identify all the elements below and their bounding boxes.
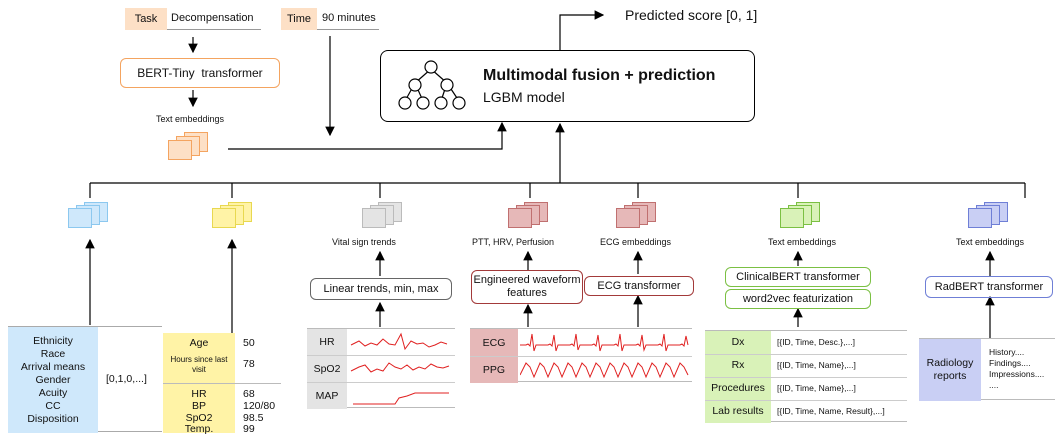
vitals-caption: Vital sign trends [332,237,396,247]
radiology-caption: Text embeddings [956,237,1025,247]
time-value: 90 minutes [322,12,376,24]
waveform-table: ECG PPG [470,328,692,383]
vitals-row-hr-label: HR [319,336,335,348]
tree-icon [398,60,466,110]
demographics-label: Gender [35,373,71,386]
ecg-transformer-box: ECG transformer [584,276,694,296]
time-box: Time 90 minutes [281,8,379,30]
ecg-trace [520,333,689,352]
triage-hours-value: 78 [243,358,255,370]
radiology-table: Radiology reports History.... Findings..… [919,338,1055,401]
waveform-row-ecg-label: ECG [482,337,506,349]
fusion-title: Multimodal fusion + prediction [483,67,716,84]
demographics-embedding-icon [68,202,118,230]
demographics-label: Disposition [27,412,79,425]
bert-embedding-stack-icon [168,132,218,162]
ppg-trace [520,362,689,379]
vitals-row-map-label: MAP [315,390,339,402]
bert-tiny-name: BERT-Tiny [137,66,195,80]
triage-table: Age 50 Hours since last visit 78 HR 68 B… [163,333,281,435]
ehr-labs-label: Lab results [712,405,764,417]
triage-temp-value: 99 [243,423,255,435]
triage-spo2-label: SpO2 [185,412,213,424]
ehr-dx-value: [{ID, Time, Desc.},...] [777,337,855,347]
demographics-label: Arrival means [20,360,86,373]
vitals-spo2-trace [350,362,450,373]
ehr-labs-value: [{ID, Time, Name, Result},...] [777,406,885,416]
task-value: Decompensation [171,12,254,24]
time-label: Time [281,8,317,30]
vitals-table: HR SpO2 MAP [307,328,455,409]
vitals-row-spo2-label: SpO2 [313,363,341,375]
triage-hours-label: Hours since last visit [170,355,228,374]
radiology-lines: History.... Findings.... Impressions....… [989,347,1044,391]
waveform-features-caption: PTT, HRV, Perfusion [472,237,555,247]
bert-tiny-suffix: transformer [201,66,263,80]
demographics-label: Ethnicity [33,334,73,347]
task-box: Task Decompensation [125,8,261,30]
vitals-map-trace [353,392,449,405]
demographics-label: Acuity [38,386,68,399]
ehr-embedding-icon [780,202,830,230]
ehr-table: Dx [{ID, Time, Desc.},...] Rx [{ID, Time… [705,330,907,423]
triage-spo2-value: 98.5 [243,412,264,424]
ehr-caption: Text embeddings [768,237,837,247]
demographics-label: CC [45,399,61,412]
bert-text-embeddings-caption: Text embeddings [156,114,225,124]
radbert-box: RadBERT transformer [925,276,1053,298]
triage-age-label: Age [189,337,209,349]
radiology-label: Radiology reports [919,339,981,401]
triage-bp-value: 120/80 [243,400,276,412]
waveform-features-embedding-icon [508,202,558,230]
ecg-embeddings-caption: ECG embeddings [600,237,672,247]
demographics-value: [0,1,0,...] [106,373,147,385]
ehr-procedures-label: Procedures [711,382,765,394]
fusion-box: Multimodal fusion + prediction LGBM mode… [380,50,755,122]
engineered-features-box: Engineered waveform features [471,270,583,304]
ehr-dx-label: Dx [731,336,745,348]
triage-age-value: 50 [243,337,255,349]
ecg-embedding-icon [616,202,666,230]
triage-hr-label: HR [191,388,207,400]
clinicalbert-box: ClinicalBERT transformer [725,267,871,287]
triage-temp-label: Temp. [184,423,214,435]
triage-embedding-icon [212,202,262,230]
triage-bp-label: BP [191,400,206,412]
radiology-line: Findings.... [989,358,1031,368]
fusion-subtitle: LGBM model [483,89,565,105]
demographics-table: Ethnicity Race Arrival means Gender Acui… [8,326,162,433]
predicted-score-label: Predicted score [0, 1] [625,7,758,23]
ehr-rx-label: Rx [731,359,745,371]
vitals-processor-box: Linear trends, min, max [310,278,452,300]
ehr-procedures-value: [{ID, Time, Name},...] [777,383,856,393]
radiology-embedding-icon [968,202,1018,230]
vitals-embedding-icon [362,202,412,230]
word2vec-box: word2vec featurization [725,289,871,309]
triage-hr-value: 68 [243,388,255,400]
task-label: Task [125,8,167,30]
demographics-label: Race [40,347,66,360]
bert-tiny-box: BERT-Tiny transformer [120,58,280,88]
vitals-hr-trace [350,332,448,351]
radiology-line: .... [989,380,999,390]
radiology-line: Impressions.... [989,369,1045,379]
waveform-row-ppg-label: PPG [482,364,506,376]
demographics-labels: Ethnicity Race Arrival means Gender Acui… [8,327,98,433]
ehr-rx-value: [{ID, Time, Name},...] [777,360,856,370]
radiology-line: History.... [989,347,1025,357]
